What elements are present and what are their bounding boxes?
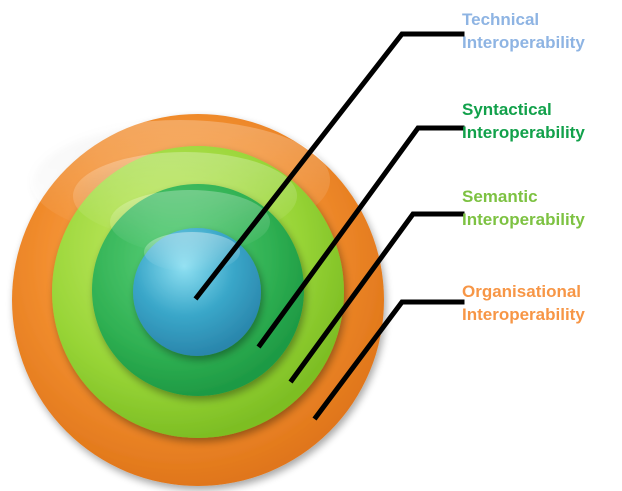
leader-lines bbox=[193, 31, 465, 421]
semantic-label-line2: Interoperability bbox=[462, 210, 585, 229]
organisational-leader-line bbox=[312, 299, 465, 421]
technical-label: Technical Interoperability bbox=[462, 8, 585, 54]
organisational-label-line2: Interoperability bbox=[462, 305, 585, 324]
syntactical-label-line2: Interoperability bbox=[462, 123, 585, 142]
semantic-label-line1: Semantic bbox=[462, 187, 538, 206]
technical-core bbox=[133, 228, 261, 356]
syntactical-label-line1: Syntactical bbox=[462, 100, 552, 119]
syntactical-label: Syntactical Interoperability bbox=[462, 98, 585, 144]
semantic-leader-line bbox=[288, 211, 465, 384]
technical-leader-line bbox=[193, 31, 465, 301]
organisational-label-line1: Organisational bbox=[462, 282, 582, 301]
semantic-label: Semantic Interoperability bbox=[462, 185, 585, 231]
organisational-label: Organisational Interoperability bbox=[462, 280, 585, 326]
technical-label-line2: Interoperability bbox=[462, 33, 585, 52]
syntactical-leader-line bbox=[256, 125, 465, 349]
technical-label-line1: Technical bbox=[462, 10, 540, 29]
